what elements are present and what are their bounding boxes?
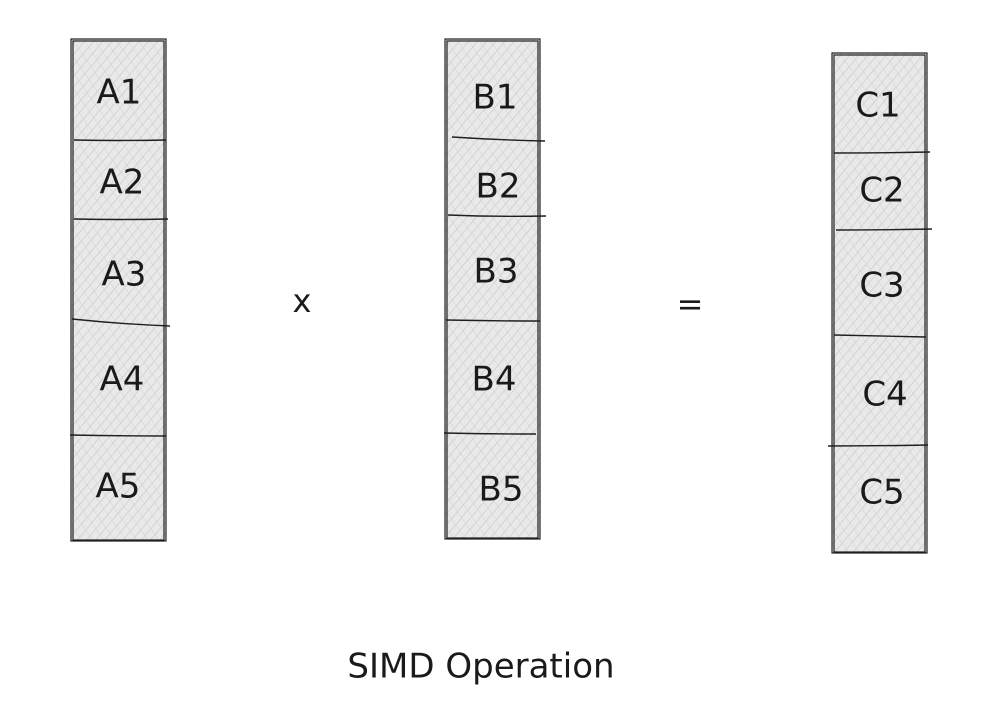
vector-c-cell-4: C4 bbox=[862, 375, 907, 415]
vector-a: A1 A2 A3 A4 A5 bbox=[69, 38, 171, 542]
vector-a-cell-1: A1 bbox=[97, 73, 142, 113]
vector-c-cell-3: C3 bbox=[859, 266, 904, 306]
vector-c-cell-2: C2 bbox=[859, 171, 904, 211]
vector-b-cell-4: B4 bbox=[472, 360, 517, 400]
vector-a-cell-5: A5 bbox=[96, 467, 141, 507]
vector-b-cell-2: B2 bbox=[476, 167, 521, 207]
vector-c-cell-1: C1 bbox=[855, 86, 900, 126]
vector-b-cell-5: B5 bbox=[479, 470, 524, 510]
vector-a-cell-4: A4 bbox=[100, 360, 145, 400]
vector-c-cell-5: C5 bbox=[859, 473, 904, 513]
multiply-operator: x bbox=[293, 282, 312, 320]
vector-b-cell-1: B1 bbox=[473, 78, 518, 118]
vector-b-cell-3: B3 bbox=[474, 252, 519, 292]
vector-a-cell-3: A3 bbox=[102, 255, 147, 295]
diagram-caption: SIMD Operation bbox=[347, 647, 614, 687]
vector-a-cell-2: A2 bbox=[100, 163, 145, 203]
vector-c: C1 C2 C3 C4 C5 bbox=[827, 52, 933, 554]
vector-b: B1 B2 B3 B4 B5 bbox=[443, 38, 547, 540]
equals-operator: = bbox=[677, 285, 704, 323]
